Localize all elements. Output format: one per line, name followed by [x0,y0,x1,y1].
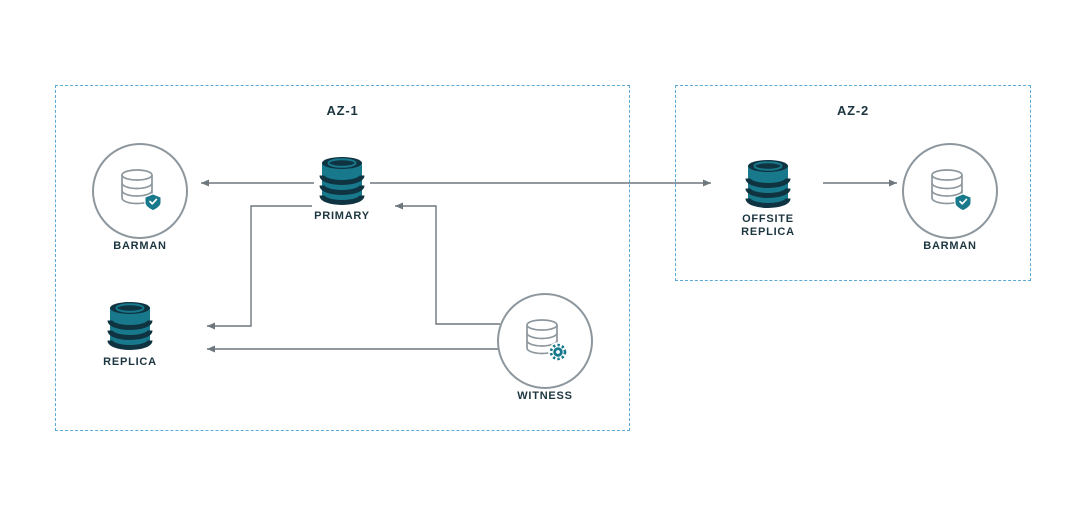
node-offsite-replica [745,157,791,216]
node-primary [319,154,365,213]
node-offsite-replica-label: OFFSITE REPLICA [741,213,795,239]
node-barman-az2 [902,143,998,239]
witness-database-gear-icon [526,319,568,362]
shield-icon [954,193,972,212]
offsite-label-line1: OFFSITE [742,213,794,225]
edge-primary-to-replica [207,205,312,330]
barman-database-shield-icon [931,169,972,212]
node-primary-label: PRIMARY [314,210,370,222]
zone-az2-title: AZ-2 [836,103,869,118]
zone-az1: AZ-1 [55,85,630,431]
zone-az1-title: AZ-1 [326,103,359,118]
zone-az2: AZ-2 [675,85,1031,281]
shield-icon [144,193,162,212]
edge-witness-to-primary [395,202,500,325]
barman-database-shield-icon [121,169,162,212]
node-replica [107,299,153,358]
gear-icon [548,342,568,362]
node-barman-az1-label: BARMAN [113,240,167,252]
offsite-label-line2: REPLICA [741,226,795,238]
database-icon [107,302,153,350]
node-barman-az2-label: BARMAN [923,240,977,252]
database-icon [745,160,791,208]
node-barman-az1 [92,143,188,239]
node-witness [497,293,593,389]
database-icon [319,157,365,205]
node-replica-label: REPLICA [103,356,157,368]
node-witness-label: WITNESS [517,390,573,402]
